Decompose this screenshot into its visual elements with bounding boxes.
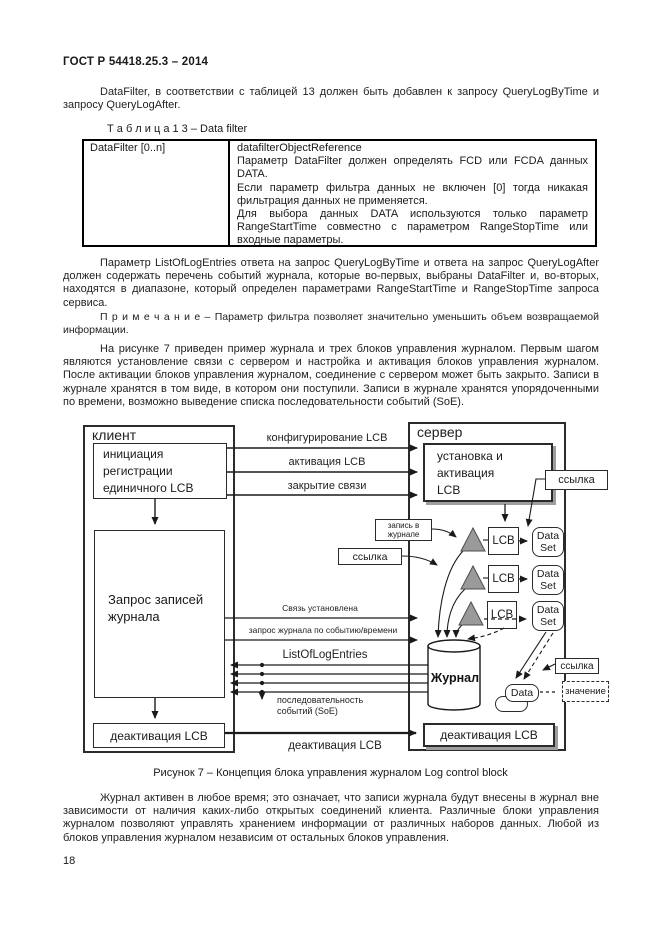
server-setup-box: установка и активация LCB [423, 443, 553, 502]
dataset-box-3: Data Set [532, 601, 564, 631]
init-line-1: инициация [103, 447, 164, 461]
arrow-label-configure: конфигурирование LCB [266, 432, 388, 444]
init-line-3: единичного LCB [103, 481, 194, 495]
trigger-triangle-3 [459, 602, 483, 625]
paragraph-journal-active: Журнал активен в любое время; это означа… [63, 792, 599, 844]
soe-dots [259, 662, 265, 695]
paragraph-datafilter: DataFilter, в соответствии с таблицей 13… [63, 86, 599, 112]
arrow-label-soe: последовательность событий (SoE) [277, 695, 363, 717]
paragraph-listoflogentries: Параметр ListOfLogEntries ответа на запр… [63, 257, 599, 309]
dataset-box-2: Data Set [532, 565, 564, 595]
page-number: 18 [63, 855, 76, 867]
curve-t3-journal [452, 625, 462, 638]
data-box: Data [505, 684, 539, 702]
request-line-2: журнала [108, 609, 160, 624]
dataset-line-data: Data [536, 530, 560, 542]
arrow-label-close: закрытие связи [287, 480, 367, 492]
line-ds3-to-data-dashed [523, 633, 553, 680]
value-box: значение [562, 681, 609, 702]
init-line-2: регистрации [103, 464, 173, 478]
write-line-2: журнале [387, 530, 420, 539]
desc-line-range: Для выбора данных DATA используются толь… [237, 208, 588, 247]
write-to-journal-box: запись в журнале [375, 519, 432, 541]
curve-t2-journal [443, 589, 465, 638]
dataset-line-set: Set [540, 616, 556, 628]
client-deactivate-box: деактивация LCB [93, 723, 225, 748]
client-title: клиент [92, 427, 137, 443]
setup-line-3: LCB [437, 483, 461, 497]
server-box [408, 422, 566, 751]
trigger-triangle-2 [461, 566, 485, 589]
note-text: П р и м е ч а н и е – Параметр фильтра п… [63, 311, 599, 336]
client-init-box: инициация регистрации единичного LCB [93, 443, 227, 499]
arrow-label-deactivate: деактивация LCB [288, 740, 382, 752]
figure-caption: Рисунок 7 – Концепция блока управления ж… [153, 767, 508, 779]
dataset-line-data: Data [536, 604, 560, 616]
server-title: сервер [417, 424, 463, 440]
dataset-line-set: Set [540, 542, 556, 554]
line-reference-top [525, 479, 545, 527]
dataset-line-set: Set [540, 580, 556, 592]
client-box [83, 425, 235, 753]
desc-line-reference: datafilterObjectReference [237, 142, 362, 154]
line-reference-left [402, 556, 438, 566]
server-deactivate-box: деактивация LCB [423, 723, 555, 747]
table-cell-param: DataFilter [0..n] [84, 141, 230, 245]
arrow-label-query: запрос журнала по событию/времени [248, 625, 398, 635]
line-reference-mid [542, 664, 555, 670]
desc-line-fcd: Параметр DataFilter должен определять FC… [237, 155, 588, 181]
setup-line-1: установка и [437, 449, 503, 463]
table-cell-description: datafilterObjectReference Параметр DataF… [230, 141, 595, 247]
table-caption: Т а б л и ц а 1 3 – Data filter [107, 123, 248, 135]
lcb-box-3: LCB [487, 601, 517, 629]
write-line-1: запись в [387, 520, 420, 530]
dataset-box-1: Data Set [532, 527, 564, 557]
lcb-box-2: LCB [488, 565, 519, 593]
desc-line-filter: Если параметр фильтра данных не включен … [237, 181, 588, 207]
arrow-label-established: Связь установлена [282, 603, 358, 613]
document-header: ГОСТ Р 54418.25.3 – 2014 [63, 56, 209, 68]
table-13: DataFilter [0..n] datafilterObjectRefere… [82, 139, 597, 247]
client-request-box: Запрос записей журнала [94, 530, 225, 698]
curve-t1-journal [434, 551, 463, 638]
journal-cylinder [428, 640, 480, 710]
line-ds3-to-data [515, 632, 546, 679]
reference-box-mid: ссылка [555, 658, 599, 674]
curve-ds3-journal-dashed [467, 628, 504, 642]
request-line-1: Запрос записей [108, 592, 204, 607]
soe-line-1: последовательность [277, 695, 364, 705]
setup-line-2: активация [437, 466, 495, 480]
arrow-label-entries: ListOfLogEntries [282, 649, 368, 661]
lcb-box-1: LCB [488, 527, 519, 555]
soe-line-2: событий (SoE) [277, 706, 338, 716]
paragraph-figure-intro: На рисунке 7 приведен пример журнала и т… [63, 343, 599, 408]
reference-box-top: ссылка [545, 470, 608, 490]
arrow-label-activate: активация LCB [288, 456, 366, 468]
line-write-to-triangle [432, 529, 457, 538]
journal-label: Журнал [430, 671, 479, 685]
trigger-triangle-1 [461, 528, 485, 551]
reference-box-left: ссылка [338, 548, 402, 565]
dataset-line-data: Data [536, 568, 560, 580]
